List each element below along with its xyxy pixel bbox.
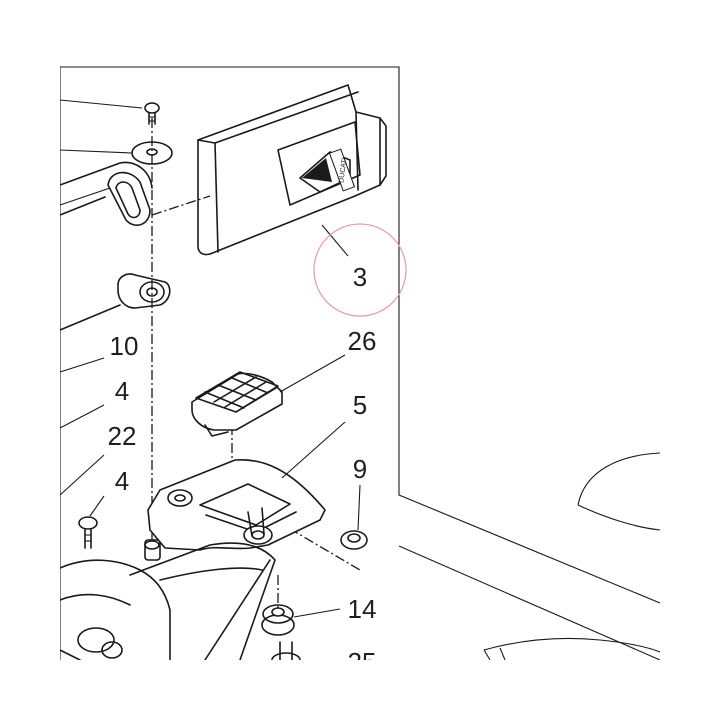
callout-9: 9	[353, 454, 367, 484]
connector-part	[191, 371, 283, 437]
control-unit-part: DUCATI	[197, 84, 387, 256]
support-bracket-part	[147, 458, 326, 551]
small-screw-part	[78, 516, 98, 549]
callout-5: 5	[353, 390, 367, 420]
callout-26: 26	[348, 326, 377, 356]
callout-22: 22	[108, 421, 137, 451]
screw-top-part	[144, 102, 160, 125]
right-mask	[660, 0, 720, 720]
left-mask	[0, 0, 60, 720]
leader-lines	[59, 99, 361, 618]
damper-part	[261, 604, 295, 636]
ducati-logo-text: DUCATI	[338, 157, 348, 183]
callout-10: 10	[110, 331, 139, 361]
callout-4-lower: 4	[115, 466, 129, 496]
highlight-circle	[313, 223, 407, 317]
frame-tube-upper	[59, 161, 153, 226]
callout-3: 3	[353, 262, 367, 292]
bracket-part	[59, 273, 171, 331]
bottom-mask	[0, 660, 720, 720]
frame-body-lower	[59, 542, 276, 661]
callout-4-upper: 4	[115, 376, 129, 406]
seat-outline	[483, 452, 661, 661]
post-part	[144, 539, 161, 561]
grommet-part	[340, 530, 368, 550]
callout-14: 14	[348, 594, 377, 624]
